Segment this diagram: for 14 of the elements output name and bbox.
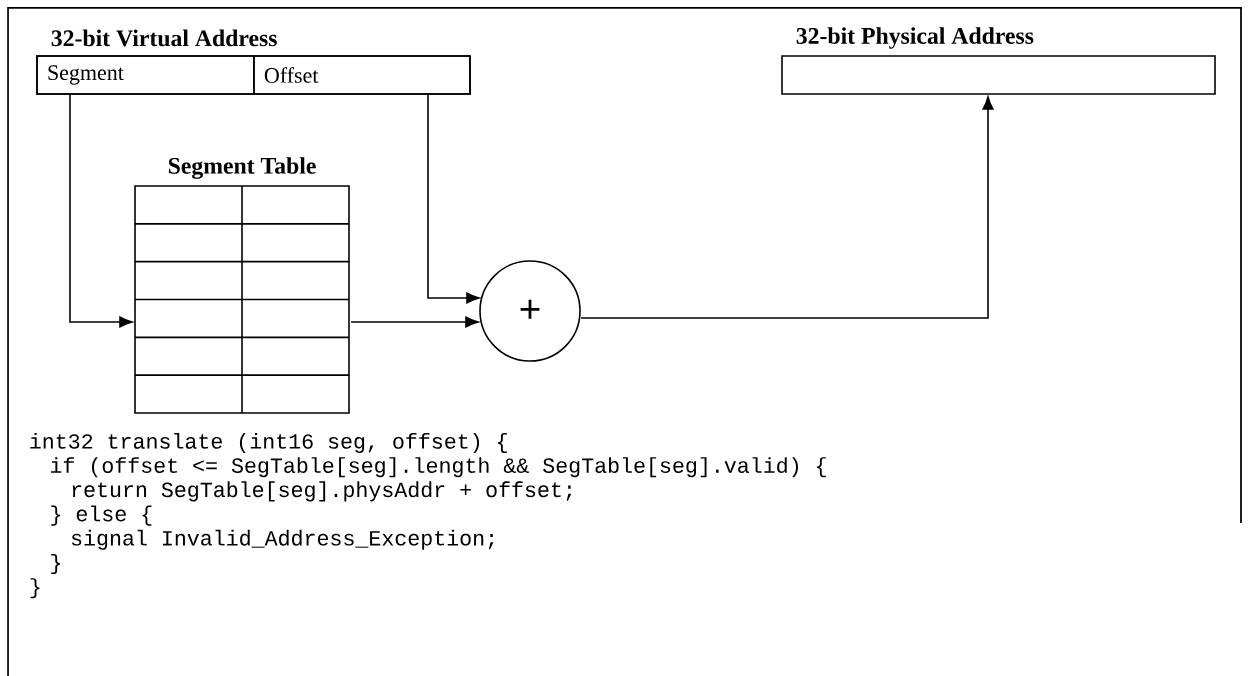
heading: 32-bit Virtual Address: [51, 29, 277, 47]
arrow: [580, 96, 994, 319]
code-line: signal Invalid_Address_Exception;: [71, 529, 494, 550]
code-line: int32 translate (int16 seg, offset) {: [30, 432, 507, 454]
heading: Segment Table: [168, 157, 316, 179]
arrow: [69, 93, 133, 328]
code-line: } else {: [51, 505, 152, 526]
code-line: return SegTable[seg].physAddr + offset;: [72, 481, 572, 502]
arrow: [427, 93, 480, 304]
code-line: }: [51, 553, 60, 575]
arrow: [350, 316, 479, 328]
heading: 32-bit Physical Address: [796, 27, 1034, 49]
code-line: }: [30, 578, 40, 599]
code-line: if (offset <= SegTable[seg].length && SegTable[seg].valid) {: [50, 457, 826, 478]
